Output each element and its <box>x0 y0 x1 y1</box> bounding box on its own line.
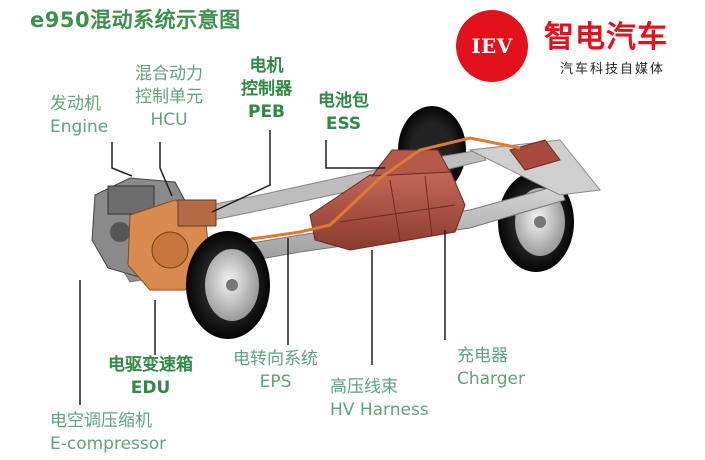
edu-label-zh: 电驱变速箱 <box>108 355 193 375</box>
hv-harness-label-en: HV Harness <box>330 400 429 420</box>
eps-label: 电转向系统 EPS <box>233 348 318 394</box>
edu-label-en: EDU <box>130 378 171 398</box>
eps-label-en: EPS <box>259 372 292 392</box>
brand-logo-text: IEV <box>471 34 513 58</box>
ess-label-en: ESS <box>325 114 362 134</box>
hv-harness-label: 高压线束 HV Harness <box>330 376 429 422</box>
battery-pack <box>309 149 466 251</box>
e-compressor-label-zh: 电空调压缩机 <box>50 411 152 431</box>
e-compressor-label-en: E-compressor <box>50 434 167 454</box>
engine-label-zh: 发动机 <box>50 94 101 114</box>
peb-label-zh2: 控制器 <box>241 79 292 99</box>
front-wheel <box>186 231 270 339</box>
edu-label: 电驱变速箱 EDU <box>108 354 193 400</box>
charger-label-zh: 充电器 <box>457 346 508 366</box>
page-title: e950混动系统示意图 <box>30 8 241 32</box>
peb-label: 电机 控制器 PEB <box>241 55 292 124</box>
brand-name: 智电汽车 <box>544 20 668 55</box>
charger-module <box>509 139 561 171</box>
brand-tagline: 汽车科技自媒体 <box>560 62 666 77</box>
peb-label-en: PEB <box>247 102 286 122</box>
eps-label-zh: 电转向系统 <box>233 349 318 369</box>
ess-label-zh: 电池包 <box>318 91 369 111</box>
hcu-label-zh: 混合动力 <box>135 64 203 84</box>
brand-logo: IEV <box>456 10 528 82</box>
charger-label-en: Charger <box>457 369 525 389</box>
hcu-label-en: HCU <box>150 110 188 130</box>
hcu-label: 混合动力 控制单元 HCU <box>135 63 203 132</box>
peb-controller <box>177 199 217 227</box>
ess-label: 电池包 ESS <box>318 90 369 136</box>
e-compressor-label: 电空调压缩机 E-compressor <box>50 410 166 456</box>
hv-harness-label-zh: 高压线束 <box>330 377 398 397</box>
charger-label: 充电器 Charger <box>457 345 525 391</box>
engine-label: 发动机 Engine <box>50 93 108 139</box>
hcu-label-zh2: 控制单元 <box>135 87 203 107</box>
leader-lines <box>79 130 446 405</box>
peb-label-zh: 电机 <box>249 56 284 76</box>
engine-label-en: Engine <box>50 117 109 137</box>
